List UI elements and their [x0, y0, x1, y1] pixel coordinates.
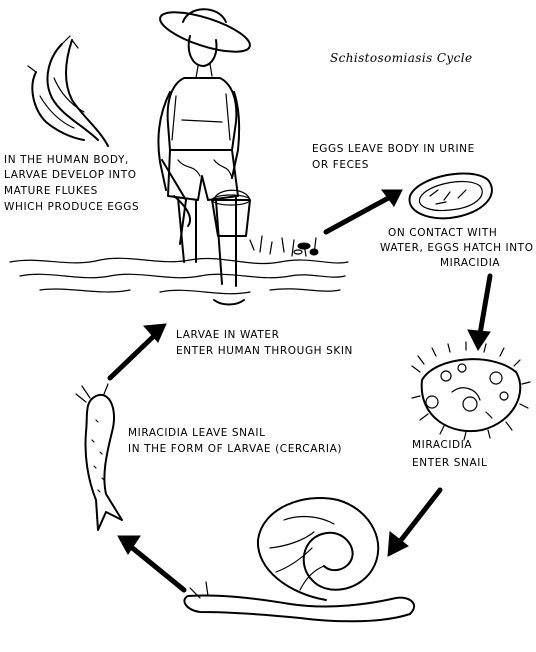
label-leave-snail-line-2: IN THE FORM OF LARVAE (CERCARIA)	[128, 443, 342, 455]
label-enter-snail: MIRACIDIA ENTER SNAIL	[412, 439, 487, 469]
label-hatch-line-2: WATER, EGGS HATCH INTO	[380, 242, 534, 254]
label-eggs-leave-line-1: EGGS LEAVE BODY IN URINE	[312, 143, 475, 155]
label-enter-human-line-2: ENTER HUMAN THROUGH SKIN	[176, 345, 353, 357]
label-enter-snail-line-1: MIRACIDIA	[412, 439, 472, 451]
water-surface	[9, 235, 349, 295]
small-egg-cluster-icon	[293, 242, 319, 256]
label-flukes-line-3: MATURE FLUKES	[4, 185, 98, 197]
label-flukes-line-2: LARVAE DEVELOP INTO	[4, 169, 137, 181]
miracidium-icon	[411, 341, 531, 441]
label-leave-snail-line-1: MIRACIDIA LEAVE SNAIL	[128, 427, 266, 439]
human-figure-icon	[157, 8, 251, 306]
label-enter-snail-line-2: ENTER SNAIL	[412, 457, 487, 469]
label-hatch: ON CONTACT WITH WATER, EGGS HATCH INTO M…	[380, 227, 534, 269]
fluke-worms-icon	[27, 35, 109, 147]
label-enter-human-line-1: LARVAE IN WATER	[176, 329, 279, 341]
label-hatch-line-3: MIRACIDIA	[440, 257, 500, 269]
cycle-arrows	[107, 189, 493, 593]
label-eggs-leave-line-2: OR FECES	[312, 159, 369, 171]
diagram-title: Schistosomiasis Cycle	[330, 51, 472, 65]
label-flukes-line-4: WHICH PRODUCE EGGS	[4, 201, 139, 213]
snail-icon	[183, 496, 415, 623]
label-enter-human: LARVAE IN WATER ENTER HUMAN THROUGH SKIN	[176, 329, 353, 357]
label-flukes: IN THE HUMAN BODY, LARVAE DEVELOP INTO M…	[4, 154, 139, 213]
label-eggs-leave: EGGS LEAVE BODY IN URINE OR FECES	[312, 143, 475, 171]
label-hatch-line-1: ON CONTACT WITH	[388, 227, 497, 239]
cercaria-icon	[75, 383, 123, 531]
label-leave-snail: MIRACIDIA LEAVE SNAIL IN THE FORM OF LAR…	[128, 427, 342, 455]
egg-icon	[408, 172, 493, 220]
label-flukes-line-1: IN THE HUMAN BODY,	[4, 154, 129, 166]
